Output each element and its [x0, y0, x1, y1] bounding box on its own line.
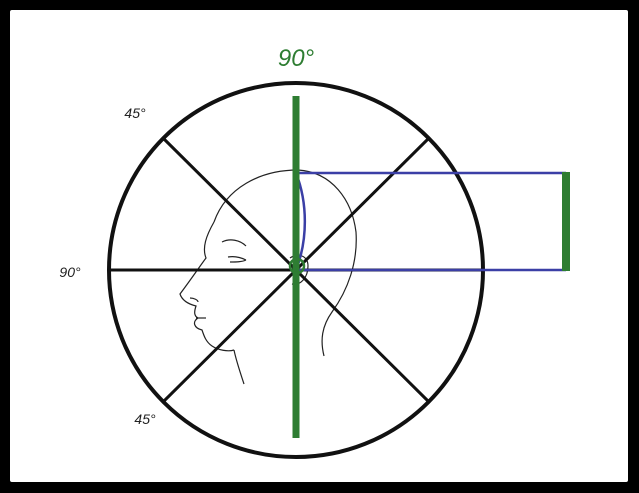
jaw-neck — [234, 350, 244, 384]
label-lower-left-45: 45° — [134, 411, 156, 427]
eye-lid — [230, 260, 246, 262]
label-upper-left-45: 45° — [124, 105, 146, 121]
head-profile-sketch — [180, 170, 356, 384]
nostril — [190, 298, 198, 302]
eyebrow — [222, 240, 246, 246]
label-top-90: 90° — [278, 45, 315, 72]
eye — [228, 257, 246, 260]
face-profile — [180, 222, 234, 351]
label-left-90: 90° — [59, 264, 81, 280]
